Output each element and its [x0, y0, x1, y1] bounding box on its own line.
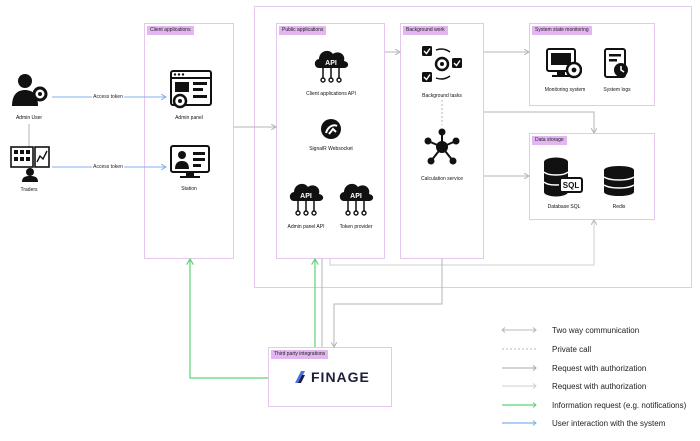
edge-label-access-token: Access token [92, 164, 124, 170]
group-label: Background work [403, 26, 448, 35]
group-third-party: Third party integrations [268, 347, 392, 407]
edge-calc-to-storage [484, 111, 594, 133]
legend-two-way-line [501, 327, 537, 333]
signalr-icon [321, 119, 341, 139]
station-label: Station [181, 186, 197, 192]
traders-label: Traders [20, 187, 38, 193]
cloud-api-icon: API [314, 50, 349, 83]
calculation-service-label: Calculation service [421, 176, 463, 182]
group-system-state-monitoring: System state monitoring [529, 23, 655, 106]
svg-text:API: API [300, 193, 312, 200]
legend-label: Two way communication [552, 325, 640, 335]
token-provider-label: Token provider [339, 224, 373, 230]
group-public-applications: Public applications [276, 23, 385, 259]
legend-label: Private call [552, 344, 592, 354]
group-label: Data storage [532, 136, 567, 145]
group-label: Third party integrations [271, 350, 329, 359]
monitoring-system-icon [546, 48, 582, 79]
legend-label: Request with authorization [552, 363, 647, 373]
legend-dashed-line [502, 348, 536, 350]
admin-panel-label: Admin panel [175, 115, 203, 121]
legend-item: Private call [500, 343, 591, 355]
svg-text:API: API [350, 193, 362, 200]
cloud-api-icon: API [339, 183, 374, 216]
group-label: Client applications [147, 26, 194, 35]
edge-finage-to-client [190, 259, 268, 379]
edge-background-to-finage [334, 259, 443, 347]
finage-mark-icon [295, 371, 305, 383]
legend-item: User interaction with the system [500, 417, 665, 429]
signalr-label: SignalR Websocket [309, 146, 353, 152]
legend-item: Two way communication [500, 324, 639, 336]
traders-icon [10, 146, 50, 182]
svg-text:SQL: SQL [563, 181, 580, 190]
station-icon [170, 145, 210, 178]
legend-item: Information request (e.g. notifications) [500, 399, 686, 411]
network-hub-icon [424, 128, 460, 165]
legend-item: Request with authorization [500, 380, 646, 392]
legend-blue-line [502, 420, 537, 426]
admin-panel-api-label: Admin panel API [287, 224, 325, 230]
legend-green-line [502, 402, 537, 408]
group-client-applications: Client applications [144, 23, 234, 259]
background-tasks-icon [422, 46, 462, 82]
finage-wordmark: FINAGE [311, 369, 370, 385]
legend-arrow-line [502, 365, 537, 371]
redis-label: Redis [612, 204, 626, 210]
legend-label: User interaction with the system [552, 418, 666, 428]
legend-label: Request with authorization [552, 381, 647, 391]
edge-public-to-storage [329, 220, 594, 266]
background-tasks-label: Background tasks [422, 93, 462, 99]
admin-panel-icon [170, 70, 212, 109]
finage-logo: FINAGE [293, 369, 370, 385]
edge-label-access-token: Access token [92, 94, 124, 100]
group-label: System state monitoring [532, 26, 592, 35]
database-sql-icon: SQL [543, 157, 583, 197]
monitoring-system-label: Monitoring system [544, 87, 586, 93]
database-sql-label: Database SQL [547, 204, 581, 210]
svg-text:API: API [325, 60, 337, 67]
group-label: Public applications [279, 26, 327, 35]
admin-user-label: Admin User [15, 115, 43, 121]
legend-label: Information request (e.g. notifications) [552, 400, 687, 410]
legend-item: Request with authorization [500, 362, 646, 374]
cloud-api-icon: API [289, 183, 324, 216]
system-logs-label: System logs [603, 87, 631, 93]
client-api-label: Client applications API [306, 91, 356, 97]
redis-database-icon [603, 166, 635, 196]
legend-arrow-light-line [502, 383, 537, 389]
system-logs-icon [604, 48, 628, 78]
admin-user-icon [12, 74, 48, 106]
